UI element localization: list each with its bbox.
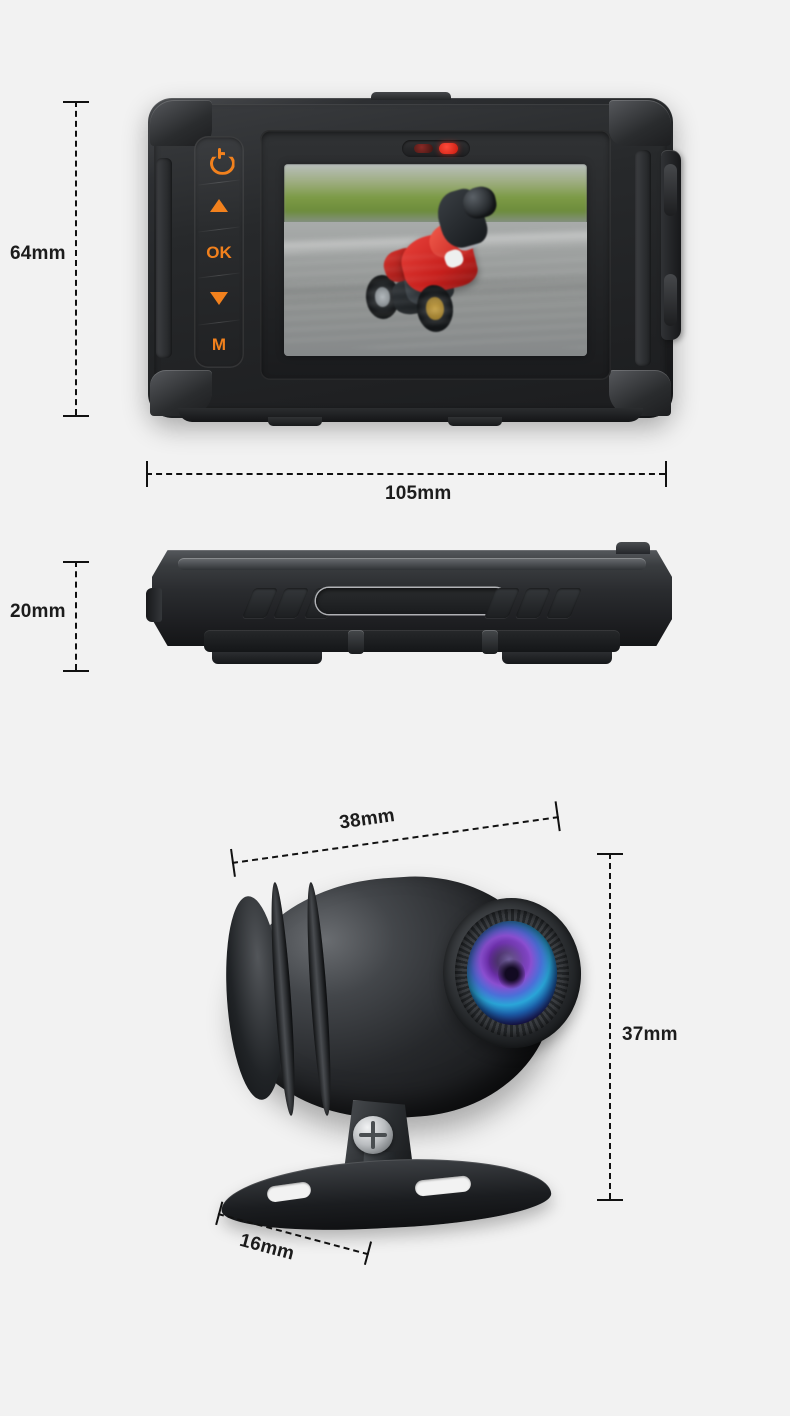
mount-screw-left [348, 630, 364, 654]
dimension-label-16mm: 16mm [237, 1229, 297, 1265]
power-button[interactable] [194, 136, 244, 182]
center-groove [316, 588, 508, 614]
screen-bezel [260, 130, 611, 380]
dimension-label-37mm: 37mm [622, 1024, 678, 1045]
corner-armour-top-right [609, 100, 671, 146]
lens-knurled-ring [450, 905, 574, 1041]
side-grip-left [156, 158, 172, 358]
side-grip-right [635, 150, 651, 366]
foot-left [212, 652, 322, 664]
dim-line [75, 561, 77, 670]
dim-cap-bottom [597, 1199, 623, 1201]
camera-lens [463, 917, 561, 1029]
dim-line [609, 853, 611, 1199]
dim-cap-bottom [63, 670, 89, 672]
up-button[interactable] [194, 182, 244, 228]
triangle-up-icon [210, 199, 228, 213]
dim-cap-bottom [63, 415, 89, 417]
dashcam-side-view [146, 542, 672, 664]
button-pad: OK M [194, 136, 244, 368]
foot-right [502, 652, 612, 664]
vent-slots-right [483, 588, 583, 618]
dimension-label-20mm: 20mm [10, 601, 66, 622]
hex-bolt [353, 1116, 393, 1154]
dimension-label-38mm: 38mm [338, 804, 397, 834]
bottom-tab-right [448, 417, 502, 426]
recording-led [438, 143, 458, 154]
status-dot-dim [413, 144, 433, 153]
dim-line [75, 101, 77, 415]
bullet-camera-view [215, 852, 615, 1237]
triangle-down-icon [210, 291, 228, 305]
dimension-label-105mm: 105mm [385, 483, 452, 504]
dashcam-front-view: OK M [148, 92, 681, 426]
dimension-label-64mm: 64mm [10, 243, 66, 264]
bottom-bar [204, 630, 620, 652]
mode-button-label: M [211, 335, 227, 355]
display-screen [284, 164, 587, 356]
ok-button[interactable]: OK [194, 229, 244, 275]
down-button[interactable] [194, 275, 244, 321]
bottom-tab-left [268, 417, 322, 426]
side-port-cover [661, 150, 681, 340]
track-background [284, 164, 587, 230]
ok-button-label: OK [206, 242, 232, 262]
top-tab [370, 92, 451, 100]
dim-cap-right [665, 461, 667, 487]
mount-screw-right [482, 630, 498, 654]
top-ridge [178, 558, 646, 570]
side-lens-nub [146, 588, 162, 622]
speed-blur-lines [284, 252, 587, 349]
mode-button[interactable]: M [194, 322, 244, 368]
indicator-housing [401, 140, 470, 157]
top-connector-nub [616, 542, 650, 554]
bottom-lip [178, 408, 643, 422]
power-icon [210, 147, 229, 169]
dim-line [146, 473, 665, 475]
